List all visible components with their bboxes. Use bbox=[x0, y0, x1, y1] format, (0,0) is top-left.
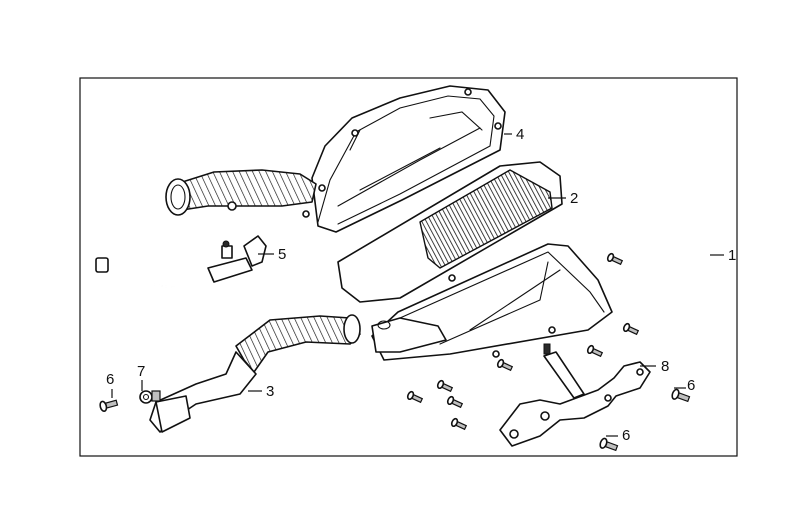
air-filter-element bbox=[337, 161, 563, 303]
callout-8: 8 bbox=[661, 358, 670, 375]
clip bbox=[139, 390, 161, 404]
callout-3: 3 bbox=[266, 383, 275, 400]
leader-lines bbox=[111, 133, 724, 437]
callout-6-left: 6 bbox=[106, 371, 115, 388]
callout-6-bottom: 6 bbox=[622, 427, 631, 444]
intake-duct bbox=[175, 169, 317, 211]
callout-1: 1 bbox=[728, 247, 737, 264]
air-cleaner-cover bbox=[371, 243, 613, 361]
callout-7: 7 bbox=[137, 363, 146, 380]
callout-6-right: 6 bbox=[687, 377, 696, 394]
callout-5: 5 bbox=[278, 246, 287, 263]
air-cleaner-case bbox=[165, 85, 506, 233]
breather-hose bbox=[95, 235, 267, 289]
connecting-duct bbox=[149, 314, 361, 433]
callout-2: 2 bbox=[570, 190, 579, 207]
callout-4: 4 bbox=[516, 126, 525, 143]
screws bbox=[99, 252, 691, 452]
assembly-frame bbox=[79, 77, 738, 457]
bracket bbox=[499, 343, 651, 447]
